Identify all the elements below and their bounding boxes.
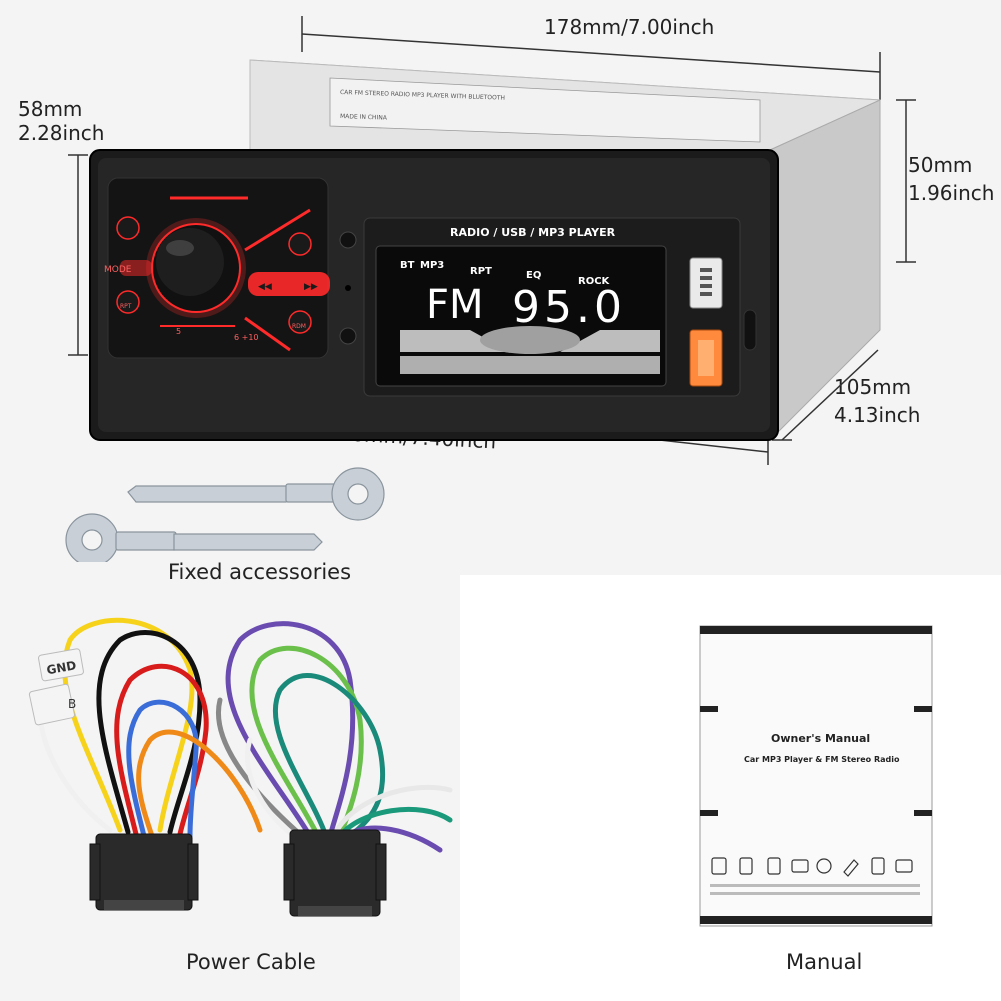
manual-title: Owner's Manual <box>771 732 870 745</box>
next-button-label: ▶▶ <box>304 282 318 292</box>
dimension-depth-in: 4.13inch <box>834 403 921 427</box>
display-mp3: MP3 <box>420 260 444 271</box>
removal-keys-illustration <box>65 467 385 562</box>
display-rock: ROCK <box>578 276 611 287</box>
cable-b-label: B <box>68 697 76 711</box>
caption-accessories: Fixed accessories <box>168 560 352 584</box>
dimension-right-height-mm: 50mm <box>908 153 973 177</box>
caption-power-cable: Power Cable <box>186 950 316 974</box>
manual-booklet: Owner's Manual Car MP3 Player & FM Stere… <box>699 625 933 927</box>
mode-button-label: MODE <box>104 265 132 275</box>
usb-port <box>689 257 723 309</box>
radio-illustration: CAR FM STEREO RADIO MP3 PLAYER WITH BLUE… <box>68 16 916 465</box>
prev-button-label: ◀◀ <box>258 282 272 292</box>
display-band: FM <box>426 282 484 328</box>
cable-gnd-label: GND <box>46 658 78 677</box>
made-in-text: MADE IN CHINA <box>340 113 388 122</box>
num6-button-label: 6 +10 <box>234 333 259 342</box>
radio-label: RADIO / USB / MP3 PLAYER <box>450 226 616 239</box>
display-eq: EQ <box>526 270 541 281</box>
dimension-top-width: 178mm/7.00inch <box>544 15 715 39</box>
control-buttons <box>116 196 330 352</box>
dimension-left-height-in: 2.28inch <box>18 121 105 145</box>
dimension-right-height-in: 1.96inch <box>908 181 995 205</box>
dimension-left-height-mm: 58mm <box>18 97 83 121</box>
display-rpt: RPT <box>470 266 492 277</box>
num5-button-label: 5 <box>176 327 181 336</box>
rpt-button-label: RPT <box>120 303 132 310</box>
display-bt: BT <box>400 260 415 271</box>
volume-knob <box>146 218 246 318</box>
blank-panel <box>460 575 680 1001</box>
display-frequency: 95.0 <box>512 282 626 333</box>
caption-manual: Manual <box>786 950 863 974</box>
manual-subtitle: Car MP3 Player & FM Stereo Radio <box>744 755 900 764</box>
rdm-button-label: RDM <box>292 323 306 330</box>
power-cable-illustration: GND B <box>28 617 453 917</box>
